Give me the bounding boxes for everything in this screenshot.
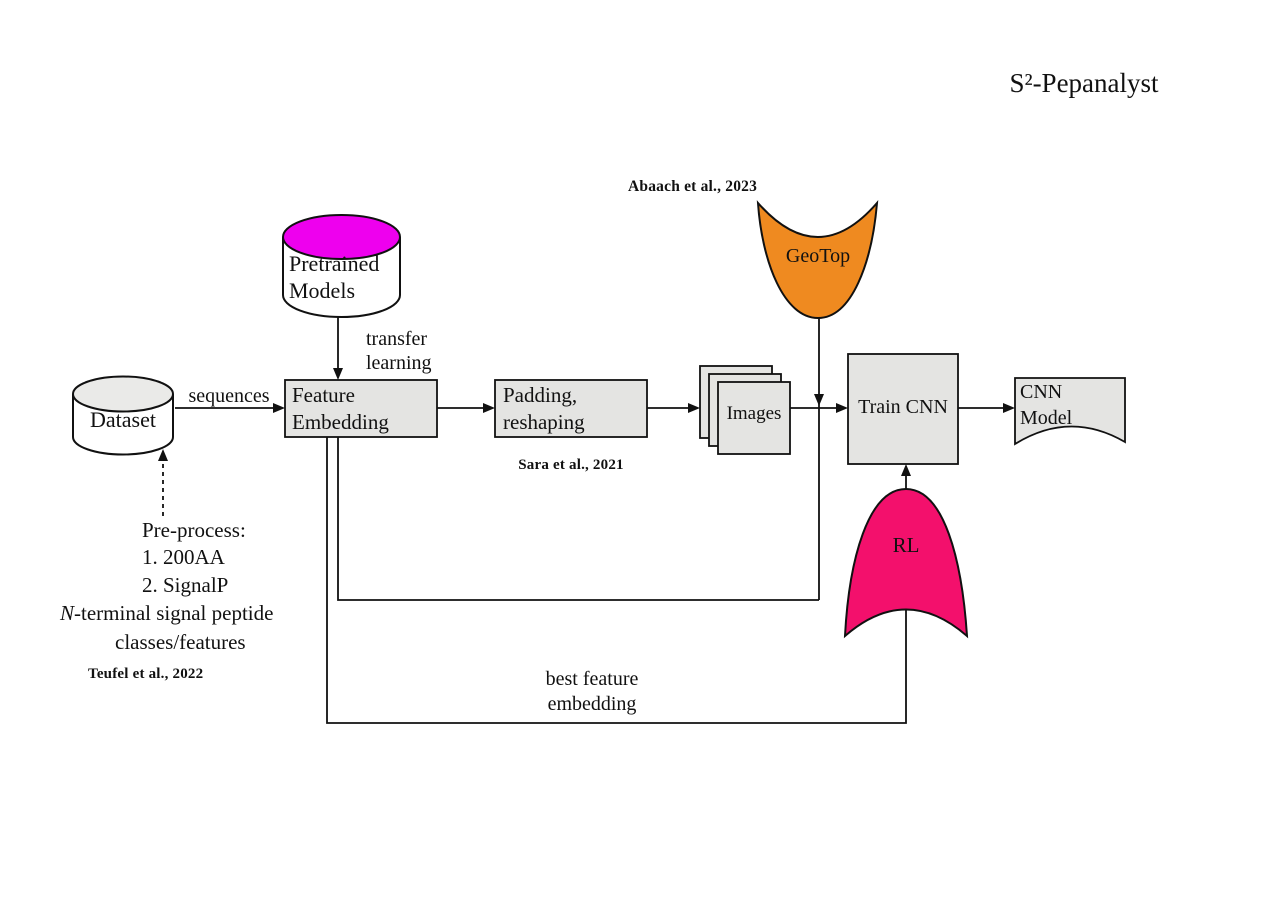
train-cnn-box bbox=[847, 353, 959, 465]
preprocess-line1: Pre-process: bbox=[142, 518, 246, 542]
geotop-label: GeoTop bbox=[785, 245, 851, 267]
pretrained-cylinder-top bbox=[282, 214, 401, 260]
arrowhead-rl-to-traincnn bbox=[901, 464, 911, 476]
preprocess-line3: 2. SignalP bbox=[142, 573, 229, 597]
arrowhead-images bbox=[688, 403, 700, 413]
preprocess-line4-italic-n: N bbox=[60, 601, 75, 625]
geotop-shape bbox=[756, 200, 879, 320]
preprocess-line2: 1. 200AA bbox=[142, 545, 225, 569]
arrowhead-geotop-junction bbox=[814, 394, 824, 406]
best-feature-embedding-edge-label: best feature embedding bbox=[545, 668, 639, 715]
preprocess-line4-rest: -terminal signal peptide bbox=[74, 601, 274, 625]
rl-shape bbox=[843, 487, 969, 639]
padding-reshaping-box bbox=[494, 379, 648, 438]
arrowhead-transfer bbox=[333, 368, 343, 380]
feature-embedding-box bbox=[284, 379, 438, 438]
arrowhead-traincnn bbox=[836, 403, 848, 413]
dataset-label: Dataset bbox=[90, 407, 156, 432]
citation-sara: Sara et al., 2021 bbox=[518, 457, 624, 473]
rl-label: RL bbox=[892, 533, 920, 557]
citation-teufel: Teufel et al., 2022 bbox=[88, 666, 204, 682]
sequences-edge-label: sequences bbox=[188, 385, 270, 407]
cnn-model-label: CNN Model bbox=[1020, 381, 1073, 429]
preprocess-line5: classes/features bbox=[115, 630, 246, 654]
transfer-learning-edge-label: transfer learning bbox=[366, 328, 432, 374]
diagram-title: S²-Pepanalyst bbox=[1009, 68, 1159, 98]
arrowhead-cnnmodel bbox=[1003, 403, 1015, 413]
images-label: Images bbox=[726, 403, 782, 424]
feature-embedding-label: Feature Embedding bbox=[292, 383, 389, 434]
edge-feature-loop bbox=[337, 437, 819, 601]
arrowhead-preprocess bbox=[158, 449, 168, 461]
pretrained-models-label: Pretrained Models bbox=[289, 251, 380, 303]
dataset-cylinder-top bbox=[72, 375, 174, 413]
preprocess-line4: N-terminal signal peptide bbox=[60, 600, 273, 627]
arrowhead-feature bbox=[273, 403, 285, 413]
padding-reshaping-label: Padding, reshaping bbox=[503, 383, 585, 434]
arrowhead-padding bbox=[483, 403, 495, 413]
train-cnn-label: Train CNN bbox=[858, 396, 948, 418]
cnn-model-doc bbox=[1014, 377, 1126, 446]
citation-abaach: Abaach et al., 2023 bbox=[628, 178, 758, 195]
images-stack-front bbox=[717, 381, 791, 455]
